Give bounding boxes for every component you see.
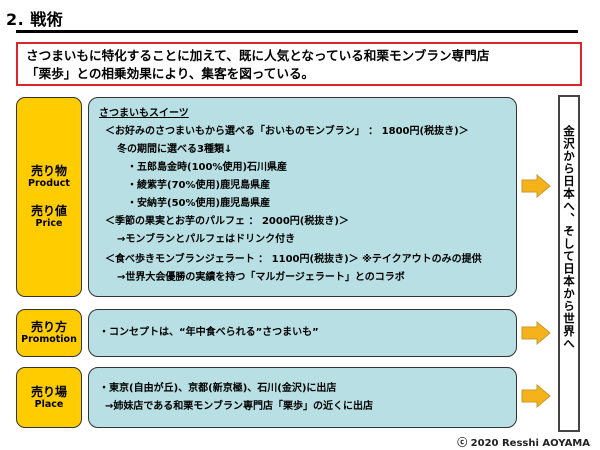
label-price-en: Price <box>35 218 63 229</box>
content-line: ・五郎島金時(100%使用)石川県産 <box>127 162 288 173</box>
summary-line-2: 「栗歩」との相乗効果により、集客を図っている。 <box>26 66 315 81</box>
label-promotion-en: Promotion <box>21 334 77 345</box>
right-arrow-icon <box>521 321 551 345</box>
content-line: ＜お好みのさつまいもから選べる「おいものモンブラン」 ： 1800円(税抜き)＞ <box>105 126 469 137</box>
content-line: ・コンセプトは、“年中食べられる”さつまいも” <box>99 327 319 338</box>
copyright: ⓒ 2020 Resshi AOYAMA <box>457 438 590 449</box>
page-title: 2. 戦術 <box>6 10 64 29</box>
content-place: ・東京(自由が丘)、京都(新京極)、石川(金沢)に出店 →姉妹店である和栗モンブ… <box>88 367 517 428</box>
label-place: 売り場 Place <box>16 367 82 428</box>
right-arrow-icon <box>521 174 551 198</box>
summary-line-1: さつまいもに特化することに加えて、既に人気となっている和栗モンブラン専門店 <box>26 48 490 63</box>
content-line: ＜食べ歩きモンブランジェラート ： 1100円(税抜き)＞ ※テイクアウトのみの… <box>105 254 482 265</box>
content-line: ・安納芋(50%使用)鹿児島県産 <box>127 198 271 209</box>
label-product-jp: 売り物 <box>30 164 67 178</box>
label-price-jp: 売り値 <box>30 204 67 218</box>
slogan-box: 金沢から日本へ、そして日本から世界へ <box>558 95 580 432</box>
label-promotion: 売り方 Promotion <box>16 309 82 357</box>
label-place-en: Place <box>34 398 64 410</box>
label-product-price: 売り物 Product 売り値 Price <box>16 97 82 297</box>
content-line: 冬の期間に選べる3種類↓ <box>117 144 233 155</box>
content-line: ＜季節の果実とお芋のパルフェ ： 2000円(税抜き)＞ <box>105 216 349 227</box>
label-place-jp: 売り場 <box>30 384 67 399</box>
label-promotion-jp: 売り方 <box>30 320 67 334</box>
content-promotion: ・コンセプトは、“年中食べられる”さつまいも” <box>88 309 517 357</box>
title-divider <box>16 30 578 33</box>
content-line: →姉妹店である和栗モンブラン専門店「栗歩」の近くに出店 <box>105 401 373 412</box>
right-arrow-icon <box>521 384 551 408</box>
content-line: →世界大会優勝の実績を持つ「マルガージェラート」とのコラボ <box>117 272 405 283</box>
content-line: ・綾紫芋(70%使用)鹿児島県産 <box>127 180 271 191</box>
summary-box: さつまいもに特化することに加えて、既に人気となっている和栗モンブラン専門店 「栗… <box>16 42 582 86</box>
label-product-en: Product <box>28 178 70 189</box>
slogan-text: 金沢から日本へ、そして日本から世界へ <box>562 125 576 350</box>
content-line: ・東京(自由が丘)、京都(新京極)、石川(金沢)に出店 <box>99 383 337 394</box>
content-line: さつまいもスイーツ <box>99 108 189 119</box>
content-product-price: さつまいもスイーツ ＜お好みのさつまいもから選べる「おいものモンブラン」 ： 1… <box>88 97 517 297</box>
content-line: →モンブランとパルフェはドリンク付き <box>117 234 296 245</box>
